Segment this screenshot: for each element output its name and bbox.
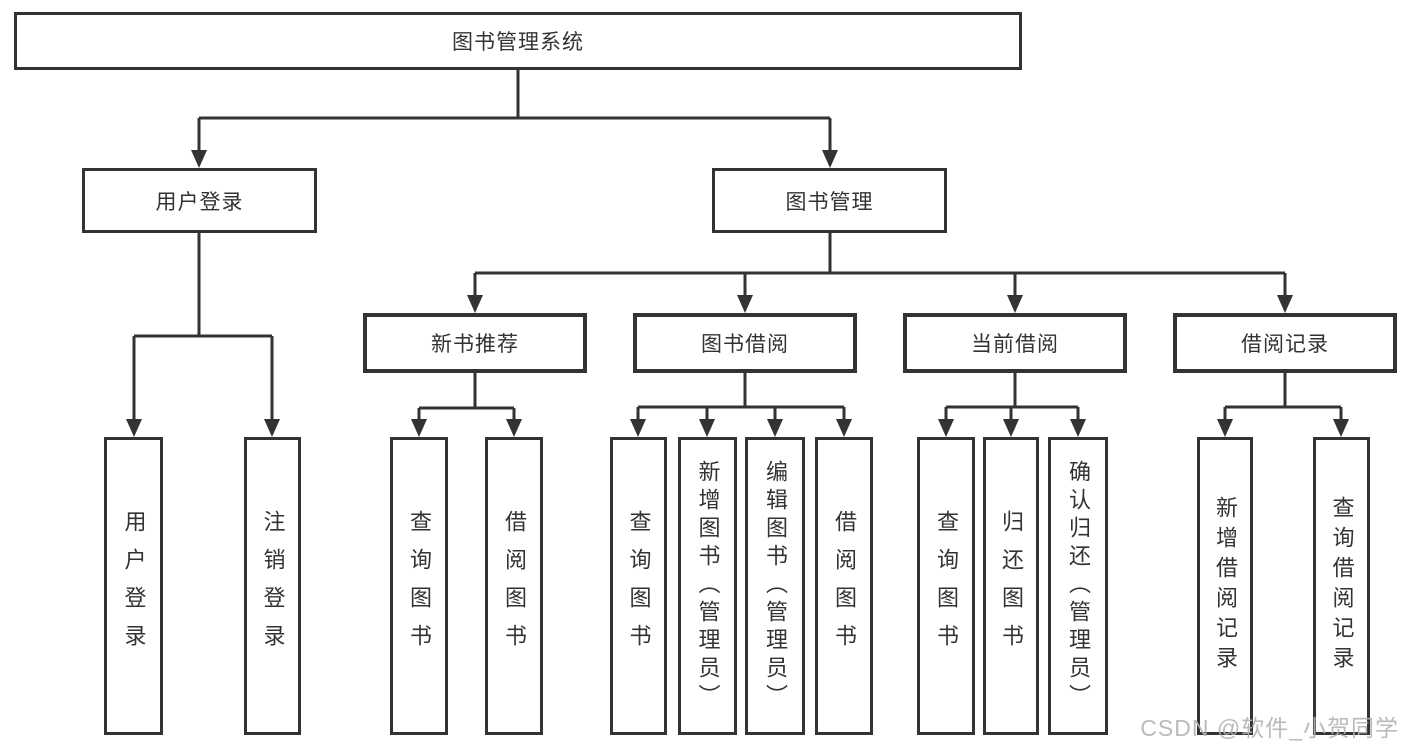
connector-new-book-rec-split	[411, 373, 522, 437]
node-logout: 注销登录	[244, 437, 301, 735]
connector-borrow-records-split	[1217, 373, 1349, 437]
node-cb-confirm-return-admin-label: 确认归还（管理员）	[1066, 460, 1091, 712]
node-nbr-borrow-books-label: 借阅图书	[502, 510, 527, 662]
node-cb-return-books: 归还图书	[983, 437, 1039, 735]
node-bb-query-books: 查询图书	[610, 437, 667, 735]
node-br-add-record: 新增借阅记录	[1197, 437, 1253, 735]
node-user-login-sub-label: 用户登录	[121, 510, 147, 662]
node-nbr-borrow-books: 借阅图书	[485, 437, 543, 735]
connector-book-borrow-split	[630, 373, 852, 437]
node-br-query-record: 查询借阅记录	[1313, 437, 1370, 735]
node-book-mgmt: 图书管理	[712, 168, 947, 233]
node-current-borrow: 当前借阅	[903, 313, 1127, 373]
node-cb-confirm-return-admin: 确认归还（管理员）	[1048, 437, 1108, 735]
node-nbr-query-books-label: 查询图书	[407, 510, 432, 662]
node-cb-return-books-label: 归还图书	[999, 510, 1024, 662]
node-root-label: 图书管理系统	[452, 31, 584, 54]
node-user-login-sub: 用户登录	[104, 437, 163, 735]
node-bb-borrow-books: 借阅图书	[815, 437, 873, 735]
node-bb-borrow-books-label: 借阅图书	[832, 510, 857, 662]
node-cb-query-books-label: 查询图书	[934, 510, 959, 662]
node-borrow-records-label: 借阅记录	[1241, 333, 1329, 356]
node-book-mgmt-label: 图书管理	[785, 190, 874, 214]
node-bb-query-books-label: 查询图书	[626, 510, 652, 662]
connector-user-login-split	[126, 233, 280, 437]
node-br-query-record-label: 查询借阅记录	[1329, 496, 1355, 676]
node-new-book-rec: 新书推荐	[363, 313, 587, 373]
node-bb-add-books-admin: 新增图书（管理员）	[678, 437, 737, 735]
csdn-watermark: CSDN @软件_小贺同学	[1140, 715, 1399, 741]
node-borrow-records: 借阅记录	[1173, 313, 1397, 373]
connector-book-mgmt-split	[467, 233, 1293, 313]
node-book-borrow: 图书借阅	[633, 313, 857, 373]
node-bb-edit-books-admin: 编辑图书（管理员）	[745, 437, 805, 735]
node-book-borrow-label: 图书借阅	[701, 333, 789, 356]
node-user-login-label: 用户登录	[155, 190, 244, 214]
node-root: 图书管理系统	[14, 12, 1022, 70]
connector-root-split	[191, 70, 838, 168]
node-cb-query-books: 查询图书	[917, 437, 975, 735]
node-user-login: 用户登录	[82, 168, 317, 233]
node-br-add-record-label: 新增借阅记录	[1213, 496, 1238, 676]
node-current-borrow-label: 当前借阅	[971, 333, 1059, 356]
node-new-book-rec-label: 新书推荐	[431, 333, 519, 356]
node-bb-edit-books-admin-label: 编辑图书（管理员）	[763, 460, 788, 712]
connector-current-borrow-split	[938, 373, 1086, 437]
node-nbr-query-books: 查询图书	[390, 437, 448, 735]
node-logout-label: 注销登录	[260, 510, 286, 662]
node-bb-add-books-admin-label: 新增图书（管理员）	[695, 460, 721, 712]
